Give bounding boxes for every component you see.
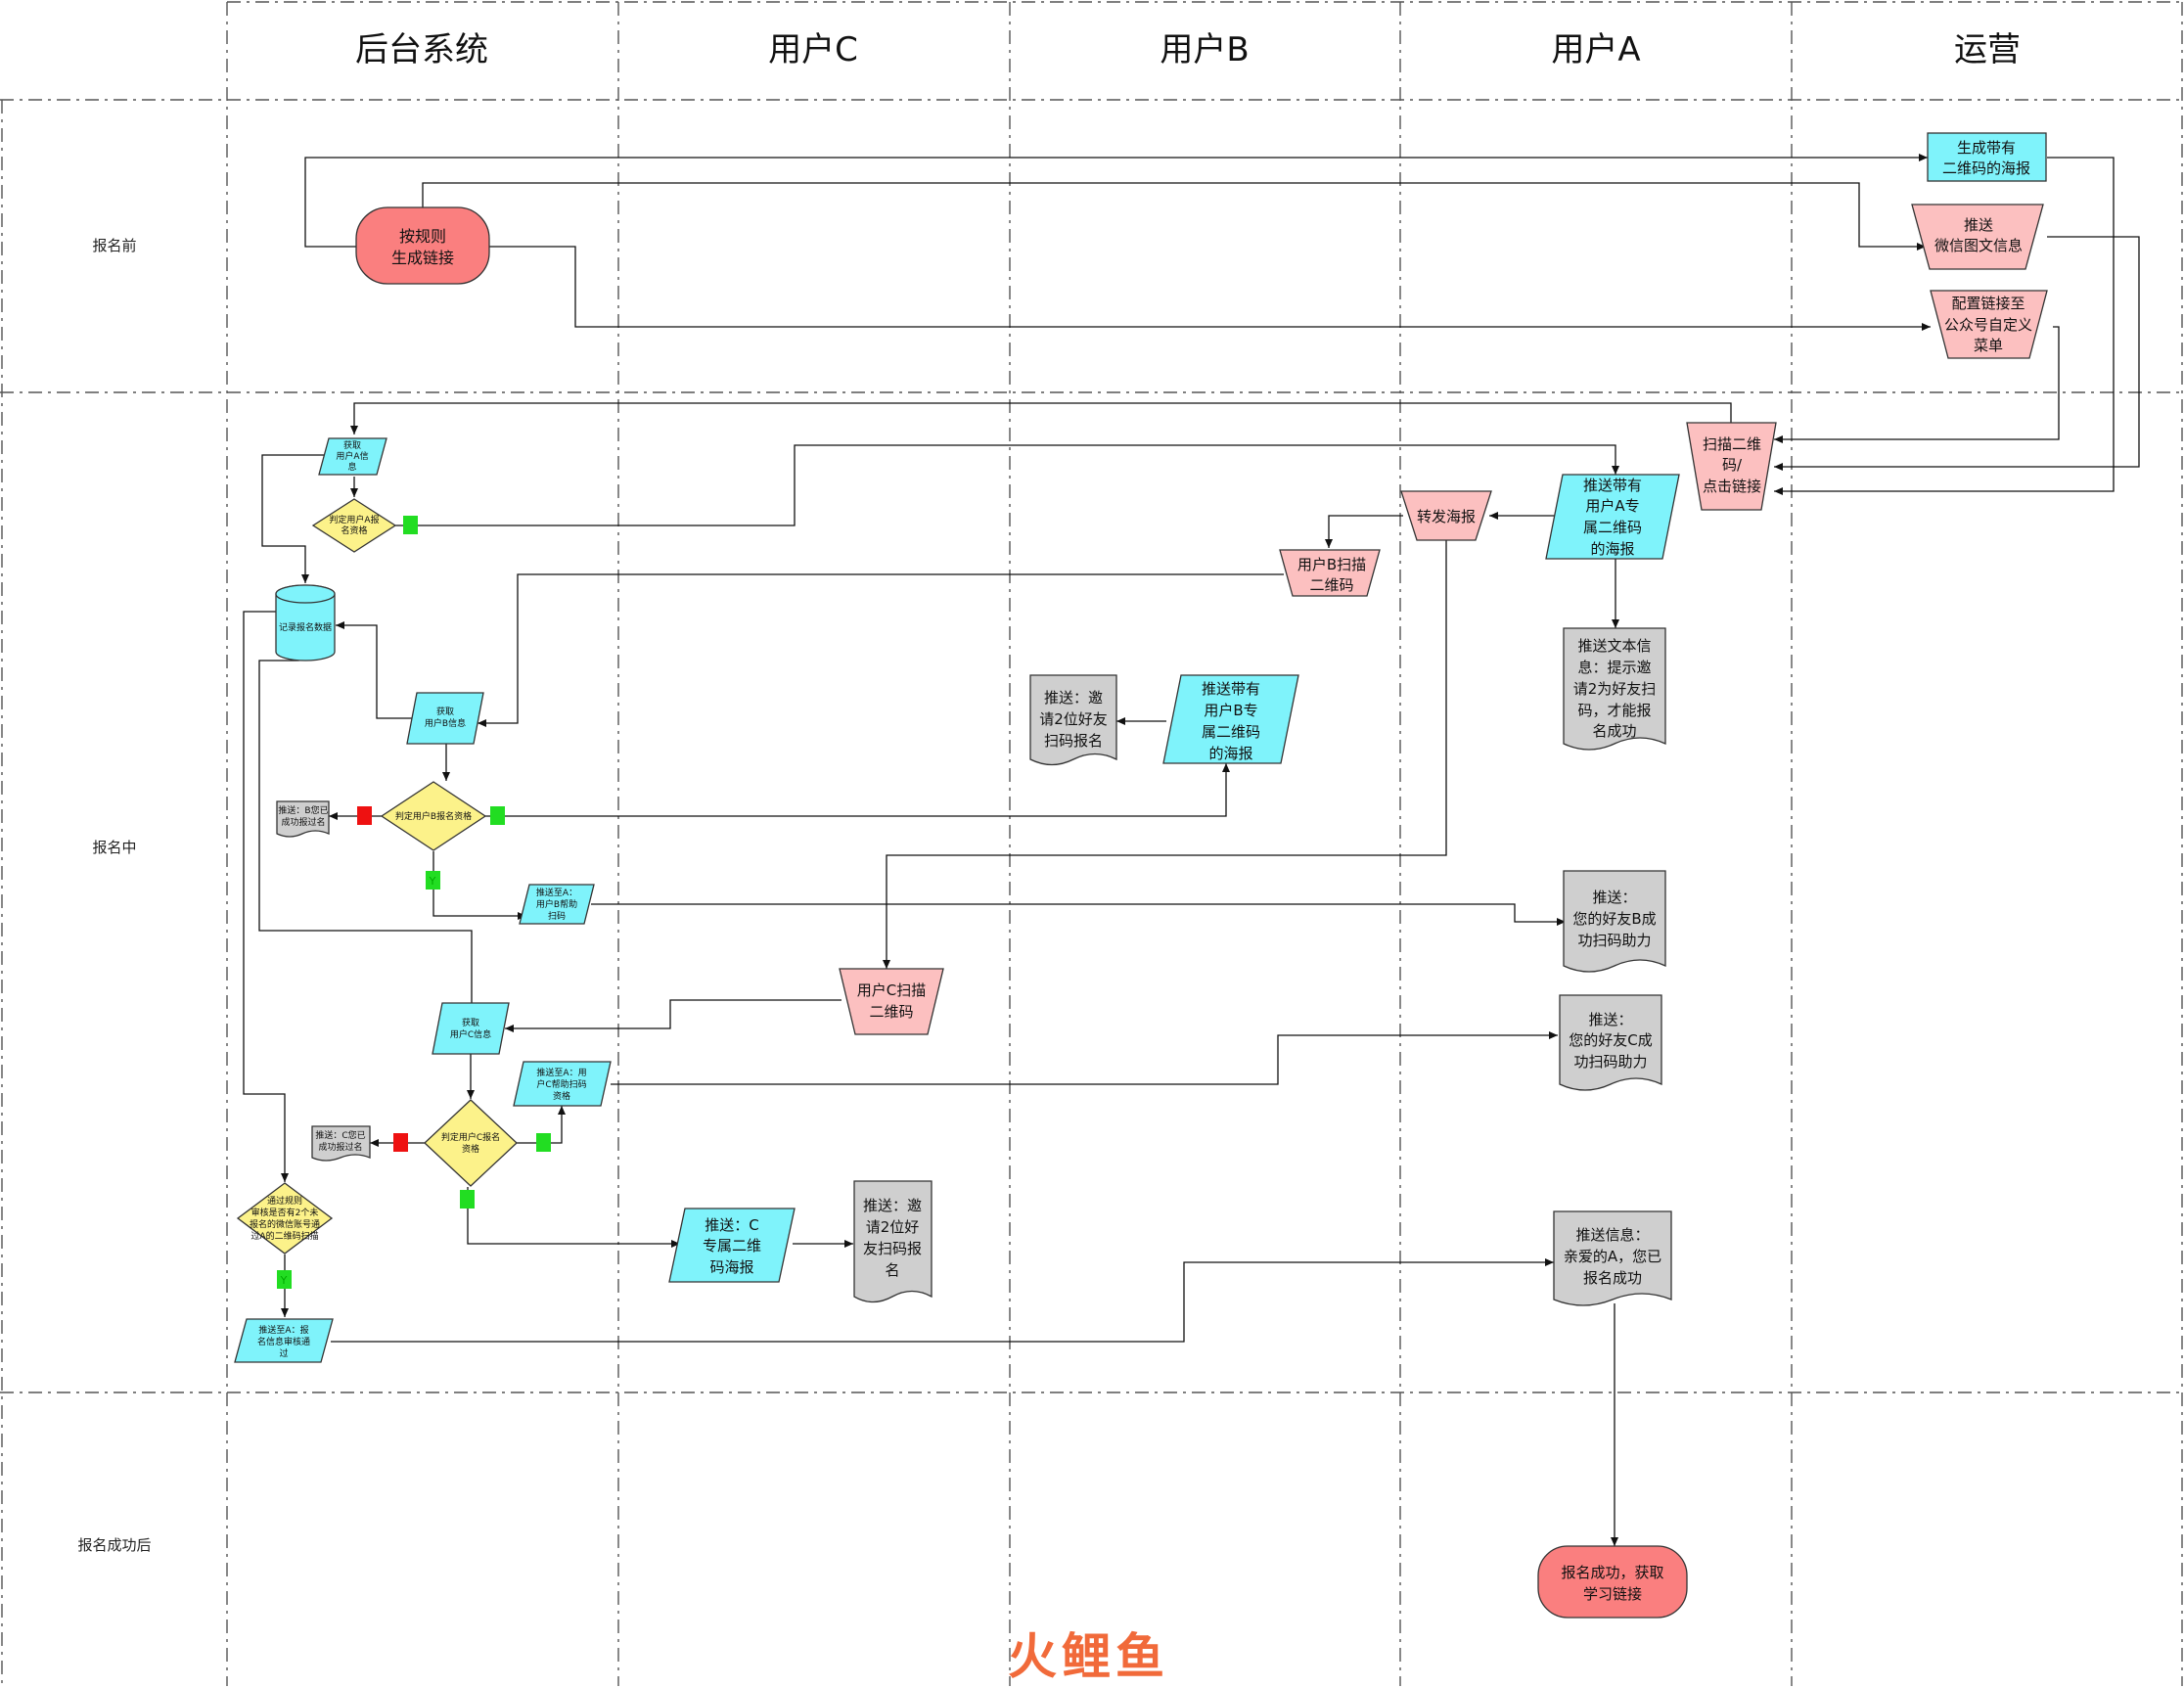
node-friend-c-ok: 推送：您的好友C成功扫码助力 — [1559, 994, 1662, 1091]
lane-header-user-c: 用户C — [768, 30, 858, 69]
svg-text:推送文本信息：提示邀请2为好友扫码，才能报名成功: 推送文本信息：提示邀请2为好友扫码，才能报名成功 — [1573, 637, 1657, 740]
svg-text:推送：邀请2位好友扫码报名: 推送：邀请2位好友扫码报名 — [1039, 689, 1108, 750]
node-check-rule: 通过规则审核是否有2个未报名的微信账号通过A的二维码扫描 — [236, 1182, 334, 1255]
node-invite-b: 推送：邀请2位好友扫码报名 — [1029, 674, 1117, 766]
node-gen-poster: 生成带有二维码的海报 — [1927, 132, 2047, 182]
row-header-before: 报名前 — [92, 237, 136, 254]
node-scan-click: 扫描二维码/点击链接 — [1686, 422, 1777, 511]
svg-text:火: 火 — [1008, 1628, 1057, 1685]
svg-text:用户B扫描二维码: 用户B扫描二维码 — [1297, 556, 1366, 594]
svg-text:扫描二维码/点击链接: 扫描二维码/点击链接 — [1703, 435, 1761, 495]
node-b-scan: 用户B扫描二维码 — [1279, 549, 1381, 597]
svg-text:判定用户B报名资格: 判定用户B报名资格 — [395, 810, 472, 822]
node-get-a: 获取用户A信息 — [318, 437, 387, 476]
svg-text:推送微信图文信息: 推送微信图文信息 — [1934, 216, 2023, 254]
svg-text:配置链接至公众号自定义菜单: 配置链接至公众号自定义菜单 — [1944, 295, 2032, 354]
connectors — [243, 154, 2140, 1546]
svg-text:获取用户B信息: 获取用户B信息 — [425, 707, 466, 729]
row-header-after: 报名成功后 — [77, 1536, 151, 1554]
yes-tag — [536, 1133, 551, 1152]
row-header-during: 报名中 — [92, 839, 136, 856]
node-judge-b: 判定用户B报名资格 — [380, 781, 487, 851]
svg-text:记录报名数据: 记录报名数据 — [279, 621, 332, 633]
no-tag — [357, 806, 372, 825]
decision-tags: Y Y — [277, 516, 551, 1289]
yes-tag — [426, 871, 440, 890]
yes-tag — [277, 1270, 292, 1289]
node-friend-b-ok: 推送：您的好友B成功扫码助力 — [1563, 870, 1666, 973]
node-judge-a: 判定用户A报名资格 — [311, 498, 397, 553]
node-push-text-a: 推送文本信息：提示邀请2为好友扫码，才能报名成功 — [1563, 627, 1666, 751]
svg-text:推送至A：报名信息审核通过: 推送至A：报名信息审核通过 — [257, 1324, 310, 1359]
svg-text:推送：您的好友B成功扫码助力: 推送：您的好友B成功扫码助力 — [1572, 889, 1656, 949]
node-forward-poster: 转发海报 — [1400, 490, 1492, 541]
node-dear-a: 推送信息：亲爱的A，您已报名成功 — [1553, 1210, 1672, 1306]
node-push-a-poster: 推送带有用户A专属二维码的海报 — [1545, 474, 1680, 560]
lane-header-user-a: 用户A — [1551, 30, 1640, 69]
node-push-a-b-helped: 推送至A：用户B帮助扫码 — [519, 884, 595, 925]
svg-text:获取用户C信息: 获取用户C信息 — [450, 1018, 491, 1040]
svg-text:生成带有二维码的海报: 生成带有二维码的海报 — [1942, 139, 2030, 177]
node-success: 报名成功，获取学习链接 — [1537, 1545, 1688, 1619]
svg-text:推送带有用户A专属二维码的海报: 推送带有用户A专属二维码的海报 — [1583, 477, 1642, 558]
node-push-a-approved: 推送至A：报名信息审核通过 — [234, 1318, 334, 1363]
node-config-menu: 配置链接至公众号自定义菜单 — [1930, 290, 2048, 359]
svg-text:转发海报: 转发海报 — [1417, 508, 1476, 525]
svg-text:推送带有用户B专属二维码的海报: 推送带有用户B专属二维码的海报 — [1202, 680, 1260, 762]
watermark-logo: 火 鲤 鱼 — [1008, 1628, 1164, 1685]
svg-text:推送：C您已成功报过名: 推送：C您已成功报过名 — [315, 1129, 365, 1153]
svg-text:按规则生成链接: 按规则生成链接 — [391, 227, 454, 267]
lane-header-user-b: 用户B — [1160, 30, 1249, 69]
yes-tag — [403, 516, 418, 534]
node-invite-c: 推送：邀请2位好友扫码报名 — [853, 1180, 933, 1303]
node-record-db: 记录报名数据 — [275, 584, 336, 662]
node-c-scan: 用户C扫描二维码 — [839, 968, 944, 1035]
node-get-b: 获取用户B信息 — [406, 692, 484, 745]
svg-text:通过规则审核是否有2个未报名的微信账号通过A的二维码扫描: 通过规则审核是否有2个未报名的微信账号通过A的二维码扫描 — [250, 1195, 320, 1242]
node-judge-c: 判定用户C报名资格 — [424, 1099, 518, 1187]
node-push-b-poster: 推送带有用户B专属二维码的海报 — [1162, 674, 1299, 764]
svg-text:推送信息：亲爱的A，您已报名成功: 推送信息：亲爱的A，您已报名成功 — [1564, 1226, 1661, 1287]
yes-tag — [490, 806, 505, 825]
svg-text:用户C扫描二维码: 用户C扫描二维码 — [857, 981, 926, 1021]
svg-text:推送：您的好友C成功扫码助力: 推送：您的好友C成功扫码助力 — [1569, 1011, 1652, 1071]
yes-tag-label: Y — [429, 875, 436, 888]
lane-header-backend: 后台系统 — [355, 30, 488, 69]
node-push-wechat: 推送微信图文信息 — [1911, 204, 2044, 270]
svg-text:报名成功，获取学习链接: 报名成功，获取学习链接 — [1561, 1564, 1663, 1603]
yes-tag-label: Y — [280, 1274, 288, 1287]
node-get-c: 获取用户C信息 — [432, 1002, 510, 1055]
svg-text:判定用户A报名资格: 判定用户A报名资格 — [329, 514, 379, 536]
svg-text:推送：邀请2位好友扫码报名: 推送：邀请2位好友扫码报名 — [863, 1197, 922, 1279]
svg-text:鱼: 鱼 — [1115, 1628, 1164, 1685]
yes-tag — [460, 1190, 475, 1209]
svg-text:推送至A：用户C帮助扫码资格: 推送至A：用户C帮助扫码资格 — [536, 1067, 586, 1102]
svg-text:鲤: 鲤 — [1062, 1628, 1111, 1685]
node-b-already: 推送：B您已成功报过名 — [276, 800, 330, 838]
svg-text:判定用户C报名资格: 判定用户C报名资格 — [441, 1131, 500, 1155]
lane-header-operations: 运营 — [1954, 30, 2021, 69]
no-tag — [393, 1133, 408, 1152]
node-c-already: 推送：C您已成功报过名 — [311, 1125, 371, 1162]
node-gen-link: 按规则生成链接 — [355, 206, 490, 285]
svg-text:获取用户A信息: 获取用户A信息 — [336, 440, 368, 473]
svg-text:推送至A：用户B帮助扫码: 推送至A：用户B帮助扫码 — [536, 887, 577, 922]
svg-text:推送：B您已成功报过名: 推送：B您已成功报过名 — [278, 804, 328, 828]
node-push-a-c-helped: 推送至A：用户C帮助扫码资格 — [513, 1061, 612, 1107]
